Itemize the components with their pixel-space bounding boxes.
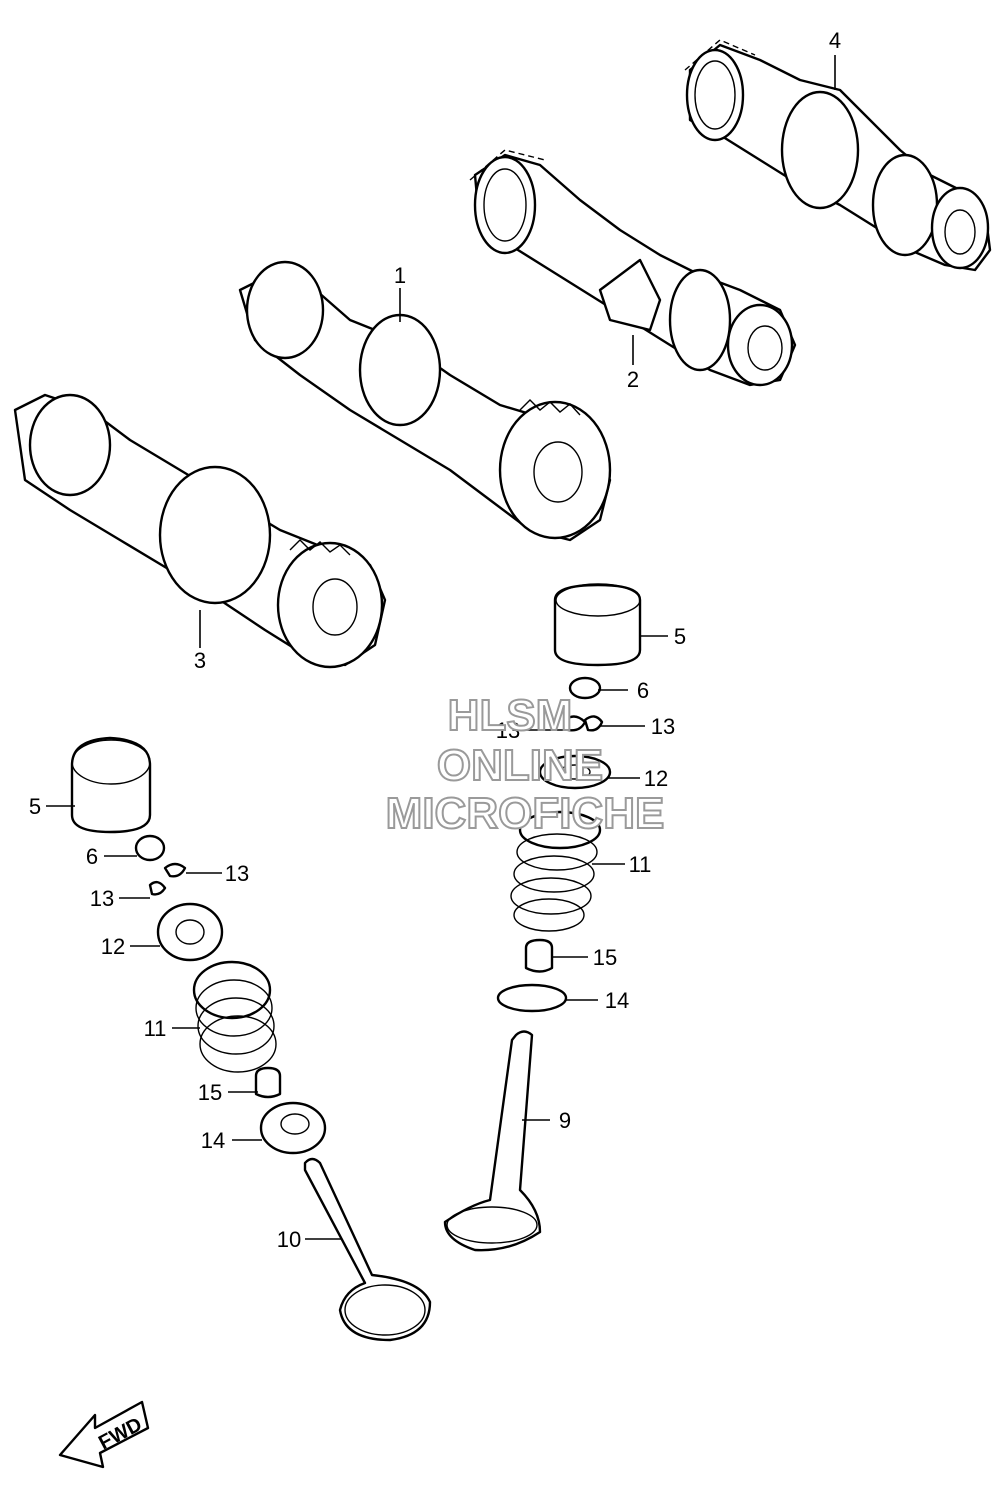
- callout-13-right-a: 13: [651, 714, 675, 739]
- leader-lines: [46, 55, 836, 1240]
- callout-15-right: 15: [593, 945, 617, 970]
- callout-5-right: 5: [674, 624, 686, 649]
- camshaft-1: [238, 260, 612, 542]
- left-spring: [192, 960, 277, 1073]
- right-spring-seat: [496, 983, 568, 1013]
- left-retainer: [156, 902, 224, 962]
- callout-13-left-lower: 13: [90, 886, 114, 911]
- camshaft-4: [684, 39, 992, 272]
- callout-6-left: 6: [86, 844, 98, 869]
- right-tappet: [553, 583, 642, 667]
- callout-3: 3: [194, 648, 206, 673]
- right-valve-assembly: [443, 583, 642, 1252]
- callout-5-left: 5: [29, 794, 41, 819]
- camshaft-3: [13, 393, 387, 669]
- right-retainer: [538, 754, 612, 790]
- callout-12-left: 12: [101, 934, 125, 959]
- callout-4: 4: [829, 28, 841, 53]
- left-spring-seat: [259, 1101, 327, 1155]
- callout-labels: 1 2 3 4 5 6 13 13 12 11 15 14 9 5 6 13 1…: [29, 28, 841, 1252]
- callout-13-right-b: 13: [496, 718, 520, 743]
- callout-1: 1: [394, 263, 406, 288]
- callout-14-right: 14: [605, 988, 629, 1013]
- watermark: HLSM ONLINE MICROFICHE: [385, 690, 666, 839]
- arrow-icon: [58, 1400, 150, 1469]
- right-cotter-b: [583, 715, 604, 732]
- fwd-direction-arrow: FWD: [58, 1400, 150, 1469]
- watermark-line-2: ONLINE: [437, 741, 603, 790]
- callout-10: 10: [277, 1227, 301, 1252]
- callout-9: 9: [559, 1108, 571, 1133]
- left-tappet: [70, 736, 152, 834]
- callout-13-left-upper: 13: [225, 861, 249, 886]
- callout-6-right: 6: [637, 678, 649, 703]
- left-cotter-b: [148, 880, 167, 896]
- right-shim: [568, 676, 602, 700]
- callout-14-left: 14: [201, 1128, 225, 1153]
- callout-11-left: 11: [144, 1016, 167, 1041]
- callout-2: 2: [627, 367, 639, 392]
- left-stem-seal: [254, 1066, 282, 1099]
- right-stem-seal: [524, 938, 554, 973]
- callout-11-right: 11: [629, 852, 652, 877]
- exhaust-valve: [303, 1157, 432, 1342]
- callout-12-right: 12: [644, 766, 668, 791]
- camshaft-2: [469, 149, 797, 387]
- right-spring: [510, 810, 602, 932]
- watermark-line-1: HLSM: [448, 691, 573, 740]
- callout-15-left: 15: [198, 1080, 222, 1105]
- intake-valve: [443, 1030, 542, 1252]
- left-valve-assembly: [70, 736, 432, 1342]
- watermark-line-3: MICROFICHE: [386, 789, 665, 838]
- left-shim: [134, 834, 166, 862]
- left-cotter-a: [163, 862, 187, 878]
